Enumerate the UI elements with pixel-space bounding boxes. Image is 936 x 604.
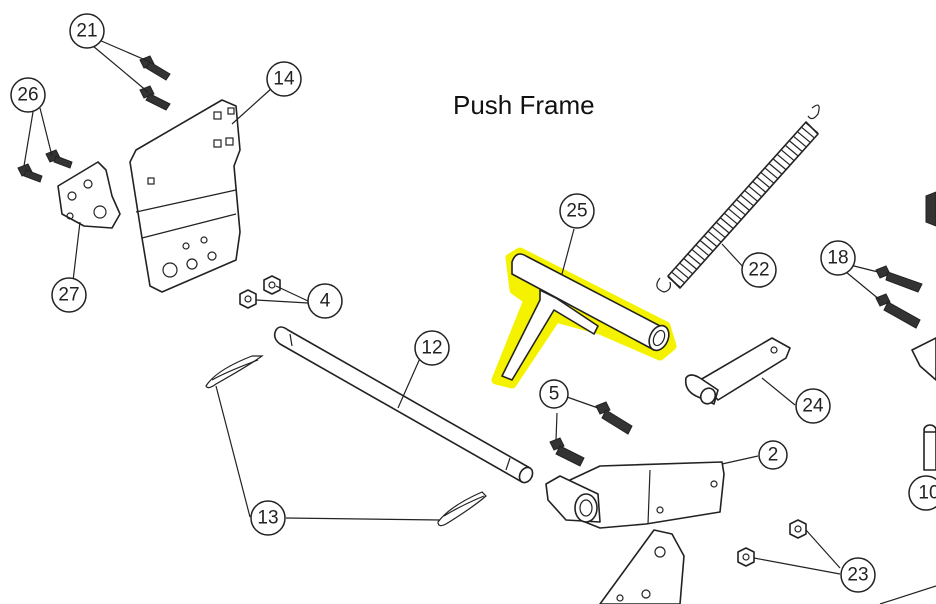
spring-coil xyxy=(675,267,689,279)
spring-coil xyxy=(667,276,681,288)
part-26-bolts[interactable] xyxy=(17,149,73,183)
callout-18[interactable]: 18 xyxy=(820,240,856,276)
spring-coil xyxy=(765,167,778,179)
callout-5[interactable]: 5 xyxy=(539,379,569,409)
callout-25[interactable]: 25 xyxy=(559,193,595,229)
callout-22-label: 22 xyxy=(748,260,769,281)
callout-22[interactable]: 22 xyxy=(741,252,777,288)
spring-coil xyxy=(777,154,790,166)
spring-coil xyxy=(797,131,811,143)
edge-plate-part[interactable] xyxy=(911,337,936,471)
callout-21[interactable]: 21 xyxy=(69,13,105,49)
callout-24-label: 24 xyxy=(802,396,824,417)
callout-2-label: 2 xyxy=(768,445,779,466)
callout-4[interactable]: 4 xyxy=(307,283,343,319)
spring-coil xyxy=(687,253,701,265)
spring-coil xyxy=(696,244,709,256)
part-24-hinge[interactable] xyxy=(684,337,791,406)
callout-10-label: 10 xyxy=(918,483,936,504)
spring-coil xyxy=(744,190,758,202)
spring-coil xyxy=(683,258,697,270)
spring-coil xyxy=(748,185,762,197)
spring-coil xyxy=(691,249,705,261)
callout-12[interactable]: 12 xyxy=(414,330,450,366)
callout-18-label: 18 xyxy=(827,248,848,269)
spring-coil xyxy=(679,262,693,274)
callout-25-label: 25 xyxy=(566,201,587,222)
spring-coil xyxy=(773,158,786,170)
spring-coil xyxy=(785,145,799,157)
part-12-pin[interactable] xyxy=(273,326,536,485)
callout-2[interactable]: 2 xyxy=(758,440,788,470)
part-22-spring[interactable] xyxy=(656,104,820,293)
part-18-bolts[interactable] xyxy=(875,191,936,329)
callout-12-label: 12 xyxy=(421,338,442,359)
callout-23-label: 23 xyxy=(847,565,868,586)
part-23-nuts[interactable] xyxy=(737,519,936,604)
spring-coil xyxy=(724,213,738,225)
callout-14[interactable]: 14 xyxy=(266,61,302,97)
spring-coil xyxy=(740,195,754,206)
spring-coil xyxy=(756,176,770,188)
spring-coil xyxy=(793,136,807,148)
part-4-nuts[interactable] xyxy=(239,275,281,309)
callout-26[interactable]: 26 xyxy=(10,77,46,113)
callout-24[interactable]: 24 xyxy=(795,388,831,424)
spring-coil xyxy=(671,272,685,283)
leader-lines xyxy=(23,39,881,575)
spring-coil xyxy=(720,217,734,229)
diagram-title: Push Frame xyxy=(453,90,595,120)
spring-coil xyxy=(760,172,774,184)
spring-coil xyxy=(704,235,717,247)
callout-23[interactable]: 23 xyxy=(840,557,876,593)
callout-27[interactable]: 27 xyxy=(51,277,87,313)
callout-27-label: 27 xyxy=(58,285,79,306)
callout-5-label: 5 xyxy=(549,384,560,405)
spring-coil xyxy=(752,181,766,193)
spring-coil xyxy=(728,208,742,220)
callout-10[interactable]: 10 xyxy=(908,475,936,511)
spring-coil xyxy=(736,199,750,211)
part-5-bolts[interactable] xyxy=(549,401,633,467)
spring-coil xyxy=(700,240,713,252)
spring-coil xyxy=(805,122,819,134)
spring-coil xyxy=(769,163,782,175)
spring-coil xyxy=(801,127,815,138)
callout-13[interactable]: 13 xyxy=(250,500,286,536)
spring-coil xyxy=(716,222,730,234)
callout-21-label: 21 xyxy=(76,21,97,42)
spring-coil xyxy=(781,149,795,161)
part-13-clips[interactable] xyxy=(205,355,487,527)
part-21-bolts[interactable] xyxy=(139,55,171,111)
spring-coil xyxy=(732,204,746,215)
spring-coil xyxy=(789,140,803,152)
part-2-bracket[interactable] xyxy=(545,461,725,604)
callout-26-label: 26 xyxy=(17,85,38,106)
part-14-plate[interactable] xyxy=(129,99,241,293)
spring-coil xyxy=(708,231,721,243)
spring-coil xyxy=(712,226,726,238)
callout-4-label: 4 xyxy=(320,291,331,312)
callout-14-label: 14 xyxy=(273,69,295,90)
part-27-bracket[interactable] xyxy=(57,161,121,229)
callout-13-label: 13 xyxy=(257,508,278,529)
part-25-handle[interactable] xyxy=(491,247,677,389)
